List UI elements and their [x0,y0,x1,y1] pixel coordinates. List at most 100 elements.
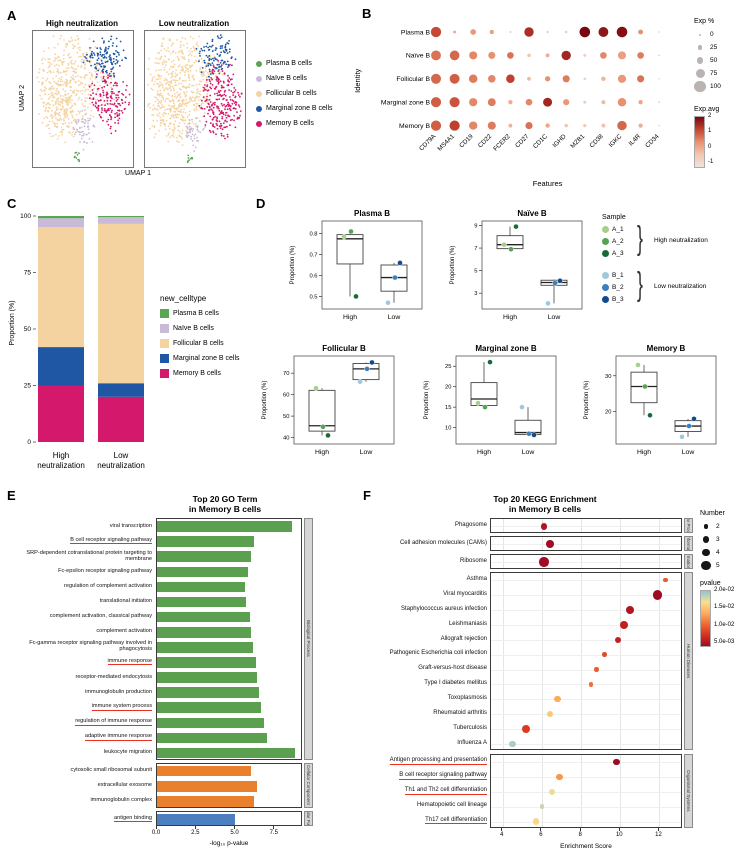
box-point-B_2 [526,431,532,437]
box-point-A_1 [635,362,641,368]
box-point-B_3 [557,278,563,284]
number-legend-item: 5 [700,559,725,572]
kegg-xaxis-label: Enrichment Score [560,843,612,850]
proportion-ytick-label: 50 [24,326,32,333]
feature-tick-label: CD79A [418,133,438,153]
boxplot-xtick-label: High [343,314,357,321]
boxplot-ytick-label: 30 [605,374,611,380]
panel-label-d: D [256,196,266,211]
kegg-dot [620,620,629,629]
feature-tick-label: CD19 [458,133,475,150]
pvalue-legend-title: pvalue [700,580,721,587]
go-term-label: immune system process [91,702,152,711]
umap-legend-item: Follicular B cells [256,86,333,101]
boxplot-ylabel: Proportion (%) [262,381,268,420]
kegg-pathway-label: Type I diabetes mellitus [424,680,487,687]
boxplot-title: Memory B [647,344,686,353]
marker-dot [637,75,645,83]
feature-tick-label: IL4R [628,133,643,148]
exp-pct-legend-item: 75 [694,67,721,80]
panel-label-a: A [7,8,17,23]
proportion-ytick-label: 25 [24,383,32,390]
proportion-ytick-label: 0 [27,439,31,446]
celltype-label: Follicular B cells [266,90,317,97]
umap-plot-high [32,30,134,168]
kegg-facet [490,535,682,551]
kegg-pathway-label: Influenza A [457,739,487,746]
umap-cluster-naive [72,109,96,151]
celltype-swatch [160,369,169,378]
kegg-axis-tick-label: 6 [539,832,543,838]
umap-low-title: Low neutralization [158,19,230,28]
sample-item: B_1 [602,270,624,280]
stack-segment-naive [38,218,84,228]
marker-dot [583,53,587,57]
boxplot-ytick-label: 3 [474,291,477,297]
boxplot-xtick-label: Low [388,314,401,321]
kegg-dot [594,667,600,672]
kegg-dot [548,788,555,795]
box-point-B_1 [545,300,551,307]
go-bar [157,732,267,744]
umap-cluster-marginal [82,35,127,83]
marker-dot [527,76,531,81]
sample-item: B_2 [602,282,624,292]
sample-swatch [602,271,609,279]
marker-dot [617,120,627,131]
stack-segment-plasma [38,216,84,219]
boxplot-title: Plasma B [354,209,390,218]
kegg-dot [602,652,607,657]
celltype-label: Naïve B cells [266,75,307,82]
number-dot [703,524,709,529]
kegg-pathway-label: Th1 and Th2 cell differentiation [404,786,487,795]
kegg-pathway-label: Graft-versus-host disease [418,665,487,672]
go-term-label: SRP-dependent cotranslational protein ta… [26,549,152,562]
go-facet-strip: Cellular Component [304,762,313,808]
kegg-pathway-label: Phagosome [454,522,487,529]
go-term-label: complement activation, classical pathway [49,613,152,620]
go-axis-tick-label: 2.5 [191,830,200,836]
sample-item: B_3 [602,294,624,304]
umap-legend-item: Naïve B cells [256,71,333,86]
marker-dot [468,74,478,84]
boxplot-title: Marginal zone B [475,344,537,353]
go-chart-title: Top 20 GO Term in Memory B cells [60,494,390,514]
go-term-label: immune response [107,657,152,666]
proportion-xcat-label: High [53,451,69,460]
box [336,234,364,265]
boxplot-Marginal zone B: Marginal zone BProportion (%)10152025Hig… [424,344,557,456]
go-term-label: regulation of immune response [75,718,152,726]
box-point-A_2 [508,246,514,252]
celltype-swatch [160,309,169,318]
go-axis-tick-label: 7.5 [269,830,278,836]
features-axis-label: Features [533,179,563,188]
proportion-stacked-bar: 0255075100HighneutralizationLowneutraliz… [20,213,145,470]
go-term-label: adaptive immune response [84,733,152,741]
celltype-legend-item: Marginal zone B cells [160,351,240,366]
marker-dot [563,99,570,106]
box-point-B_2 [686,423,692,429]
exp-pct-dot [699,33,701,36]
marker-dot [470,29,477,35]
boxplot-xtick-label: High [477,449,491,456]
box-point-A_2 [348,228,354,235]
go-facet [156,810,302,826]
box-point-A_3 [513,223,519,230]
umap-plot-low [144,30,246,168]
box-point-A_3 [647,412,653,418]
kegg-chart-title-line1: Top 20 KEGG Enrichment [493,494,597,504]
umap-cluster-follicular [38,78,86,144]
kegg-facet [490,753,682,828]
marker-dot [487,98,496,107]
sample-label: B_3 [612,295,624,303]
box-point-A_3 [325,432,331,439]
go-bar [157,702,261,714]
box-point-A_2 [642,383,648,390]
celltype-legend-item: Follicular B cells [160,336,240,351]
marker-dot [617,74,627,83]
number-tick-label: 3 [716,536,720,543]
marker-dot [509,30,512,34]
